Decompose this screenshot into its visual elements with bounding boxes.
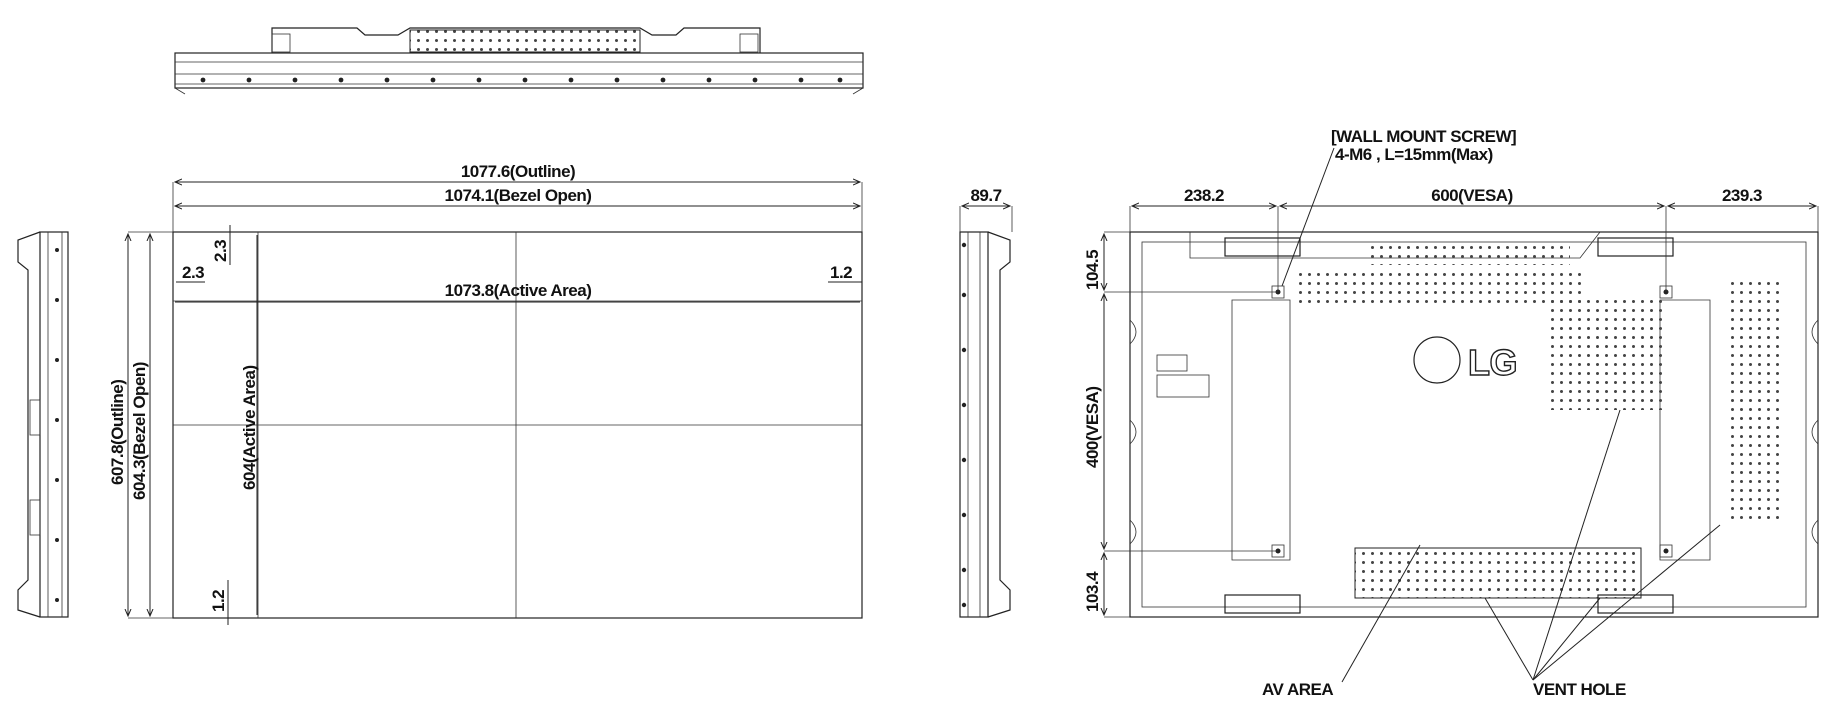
depth-label: 89.7 xyxy=(970,186,1001,205)
active-width-label: 1073.8(Active Area) xyxy=(445,281,592,300)
rear-bottom-margin-label: 103.4 xyxy=(1083,571,1102,612)
bezel-top-label: 2.3 xyxy=(211,240,230,262)
lg-logo-text: LG xyxy=(1468,342,1517,383)
right-side-view: 89.7 xyxy=(959,186,1013,618)
outline-width-label: 1077.6(Outline) xyxy=(461,162,575,181)
bezel-bottom-label: 1.2 xyxy=(209,590,228,612)
wall-mount-screw-title: [WALL MOUNT SCREW] xyxy=(1331,127,1516,146)
av-area-label: AV AREA xyxy=(1262,680,1333,699)
outline-height-label: 607.8(Outline) xyxy=(108,380,127,485)
lg-logo-icon xyxy=(1413,336,1461,384)
rear-right-margin-label: 239.3 xyxy=(1722,186,1762,205)
rear-left-margin-label: 238.2 xyxy=(1184,186,1224,205)
vent-hole-label: VENT HOLE xyxy=(1533,680,1626,699)
top-view-holes xyxy=(200,77,843,83)
top-view xyxy=(174,27,864,95)
rear-vesa-width-label: 600(VESA) xyxy=(1431,186,1512,205)
bezel-open-height-label: 604.3(Bezel Open) xyxy=(130,362,149,500)
rear-view: LG 238.2 600(VESA) 239.3 104.5 400(VESA)… xyxy=(1083,127,1819,699)
wall-mount-screw-spec: 4-M6 , L=15mm(Max) xyxy=(1335,145,1493,164)
left-side-view xyxy=(17,231,69,618)
rear-top-margin-label: 104.5 xyxy=(1083,250,1102,290)
bezel-right-label: 1.2 xyxy=(830,263,852,282)
bezel-open-width-label: 1074.1(Bezel Open) xyxy=(445,186,592,205)
rear-vesa-height-label: 400(VESA) xyxy=(1083,387,1102,468)
active-height-label: 604(Active Area) xyxy=(240,365,259,490)
front-view: 1077.6(Outline) 1074.1(Bezel Open) 1073.… xyxy=(108,162,863,625)
bezel-left-label: 2.3 xyxy=(182,263,204,282)
